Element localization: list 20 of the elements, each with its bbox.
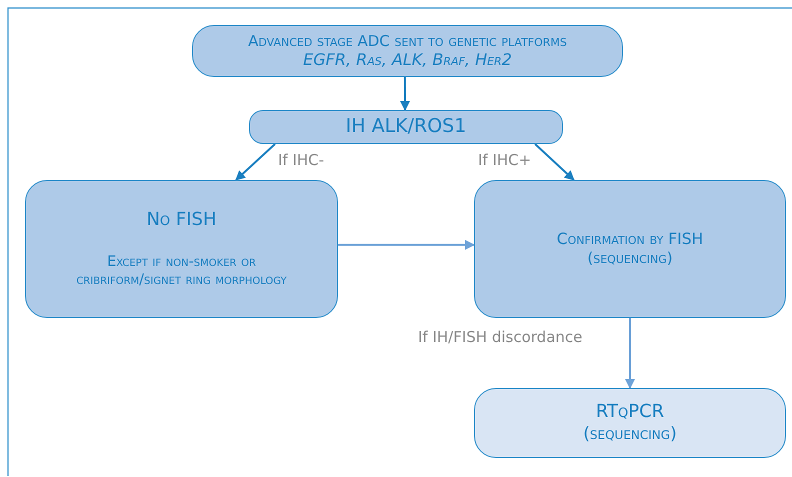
- box-title: Confirmation by FISH: [556, 230, 704, 250]
- box-text: (sequencing): [582, 424, 678, 445]
- arrow: [534, 143, 575, 181]
- arrow: [338, 240, 475, 250]
- edge-label: If IH/FISH discordance: [417, 328, 584, 346]
- box-text: EGFR, Ras, ALK, Braf, Her2: [302, 50, 513, 70]
- process-box: [25, 180, 338, 318]
- arrow: [400, 77, 410, 111]
- box-title: IH ALK/ROS1: [344, 115, 468, 139]
- arrow: [235, 143, 276, 181]
- box-title: No FISH: [145, 208, 218, 232]
- box-text: (sequencing): [586, 249, 674, 268]
- process-box: [474, 388, 786, 458]
- box-text: Except if non-smoker or cribriform/signet ring morphology: [75, 253, 288, 290]
- box-title: Advanced stage ADC sent to genetic platforms: [247, 32, 568, 50]
- arrow: [625, 318, 635, 389]
- process-box: [192, 25, 623, 77]
- box-title: RTqPCR: [594, 401, 666, 424]
- process-box: [249, 110, 563, 144]
- process-box: [474, 180, 786, 318]
